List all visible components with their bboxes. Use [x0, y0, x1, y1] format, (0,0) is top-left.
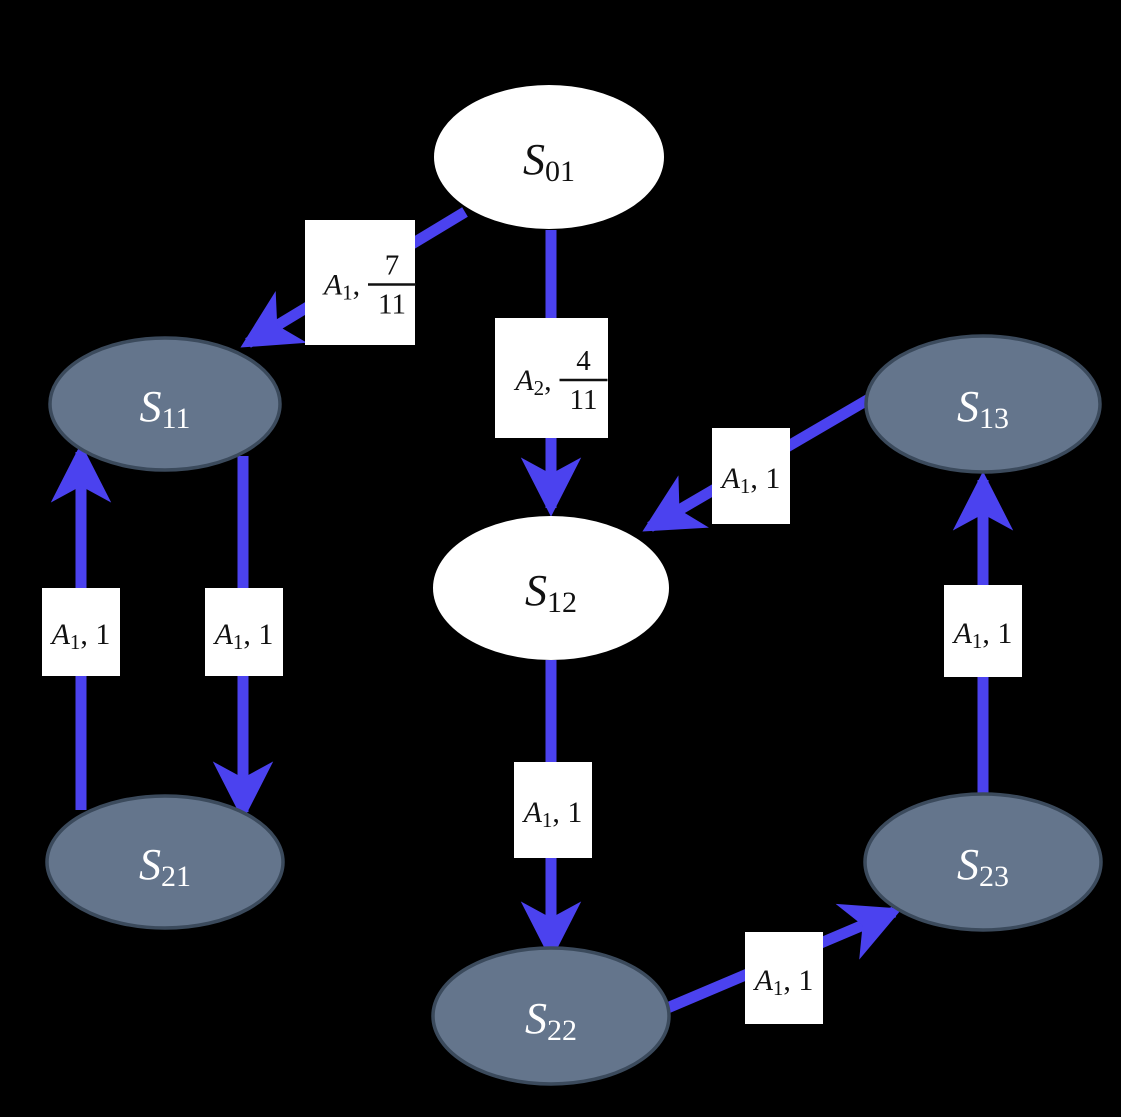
edge-label-action-prob: A1, 1	[522, 796, 583, 833]
node-label-s22: S22	[525, 994, 577, 1047]
edge-label-background	[305, 220, 415, 345]
edge-label-s21-s11[interactable]: A1, 1	[42, 588, 120, 676]
edge-label-background	[205, 588, 283, 676]
node-shape	[48, 336, 282, 472]
edge-label-background	[495, 318, 608, 438]
edge-label-s01-s12[interactable]: A2, 4 11	[495, 318, 608, 438]
edge-label-action: A2,	[513, 364, 551, 401]
edge-label-prob-numerator: 7	[385, 250, 400, 282]
edge-label-background	[944, 585, 1022, 677]
node-s13[interactable]: S13	[864, 334, 1102, 474]
node-s11[interactable]: S11	[48, 336, 282, 472]
node-label-s13: S13	[957, 382, 1009, 435]
node-s21[interactable]: S21	[45, 794, 285, 930]
edge-label-s01-s11[interactable]: A1, 7 11	[305, 220, 416, 345]
node-shape	[433, 516, 669, 660]
edge-label-prob-denominator: 11	[378, 289, 406, 321]
node-s22[interactable]: S22	[431, 946, 671, 1086]
edge-label-s22-s23[interactable]: A1, 1	[745, 932, 823, 1024]
node-shape	[434, 85, 664, 229]
edge-label-background	[514, 762, 592, 858]
edge-label-action-prob: A1, 1	[213, 618, 274, 655]
edge-label-action-prob: A1, 1	[50, 618, 111, 655]
node-shape	[45, 794, 285, 930]
node-label-s21: S21	[139, 840, 191, 893]
edge-label-s12-s22[interactable]: A1, 1	[514, 762, 592, 858]
edge-label-background	[712, 428, 790, 524]
edge-label-s13-s12[interactable]: A1, 1	[712, 428, 790, 524]
node-shape	[431, 946, 671, 1086]
edge-label-s23-s13[interactable]: A1, 1	[944, 585, 1022, 677]
node-s01[interactable]: S01	[434, 85, 664, 229]
edge-label-background	[745, 932, 823, 1024]
edge-label-prob-denominator: 11	[570, 384, 598, 416]
node-label-s12: S12	[525, 566, 577, 619]
edge-label-action-prob: A1, 1	[720, 462, 781, 499]
node-label-s01: S01	[523, 135, 575, 188]
node-shape	[864, 334, 1102, 474]
node-label-s23: S23	[957, 840, 1009, 893]
edge-label-background	[42, 588, 120, 676]
edge-label-prob-numerator: 4	[576, 345, 591, 377]
edge-label-action: A1,	[322, 268, 360, 305]
edge-label-action-prob: A1, 1	[753, 964, 814, 1001]
node-s12[interactable]: S12	[433, 516, 669, 660]
edge-label-action-prob: A1, 1	[952, 617, 1013, 654]
node-shape	[863, 792, 1103, 932]
node-s23[interactable]: S23	[863, 792, 1103, 932]
node-label-s11: S11	[140, 382, 191, 435]
edge-label-s11-s21[interactable]: A1, 1	[205, 588, 283, 676]
